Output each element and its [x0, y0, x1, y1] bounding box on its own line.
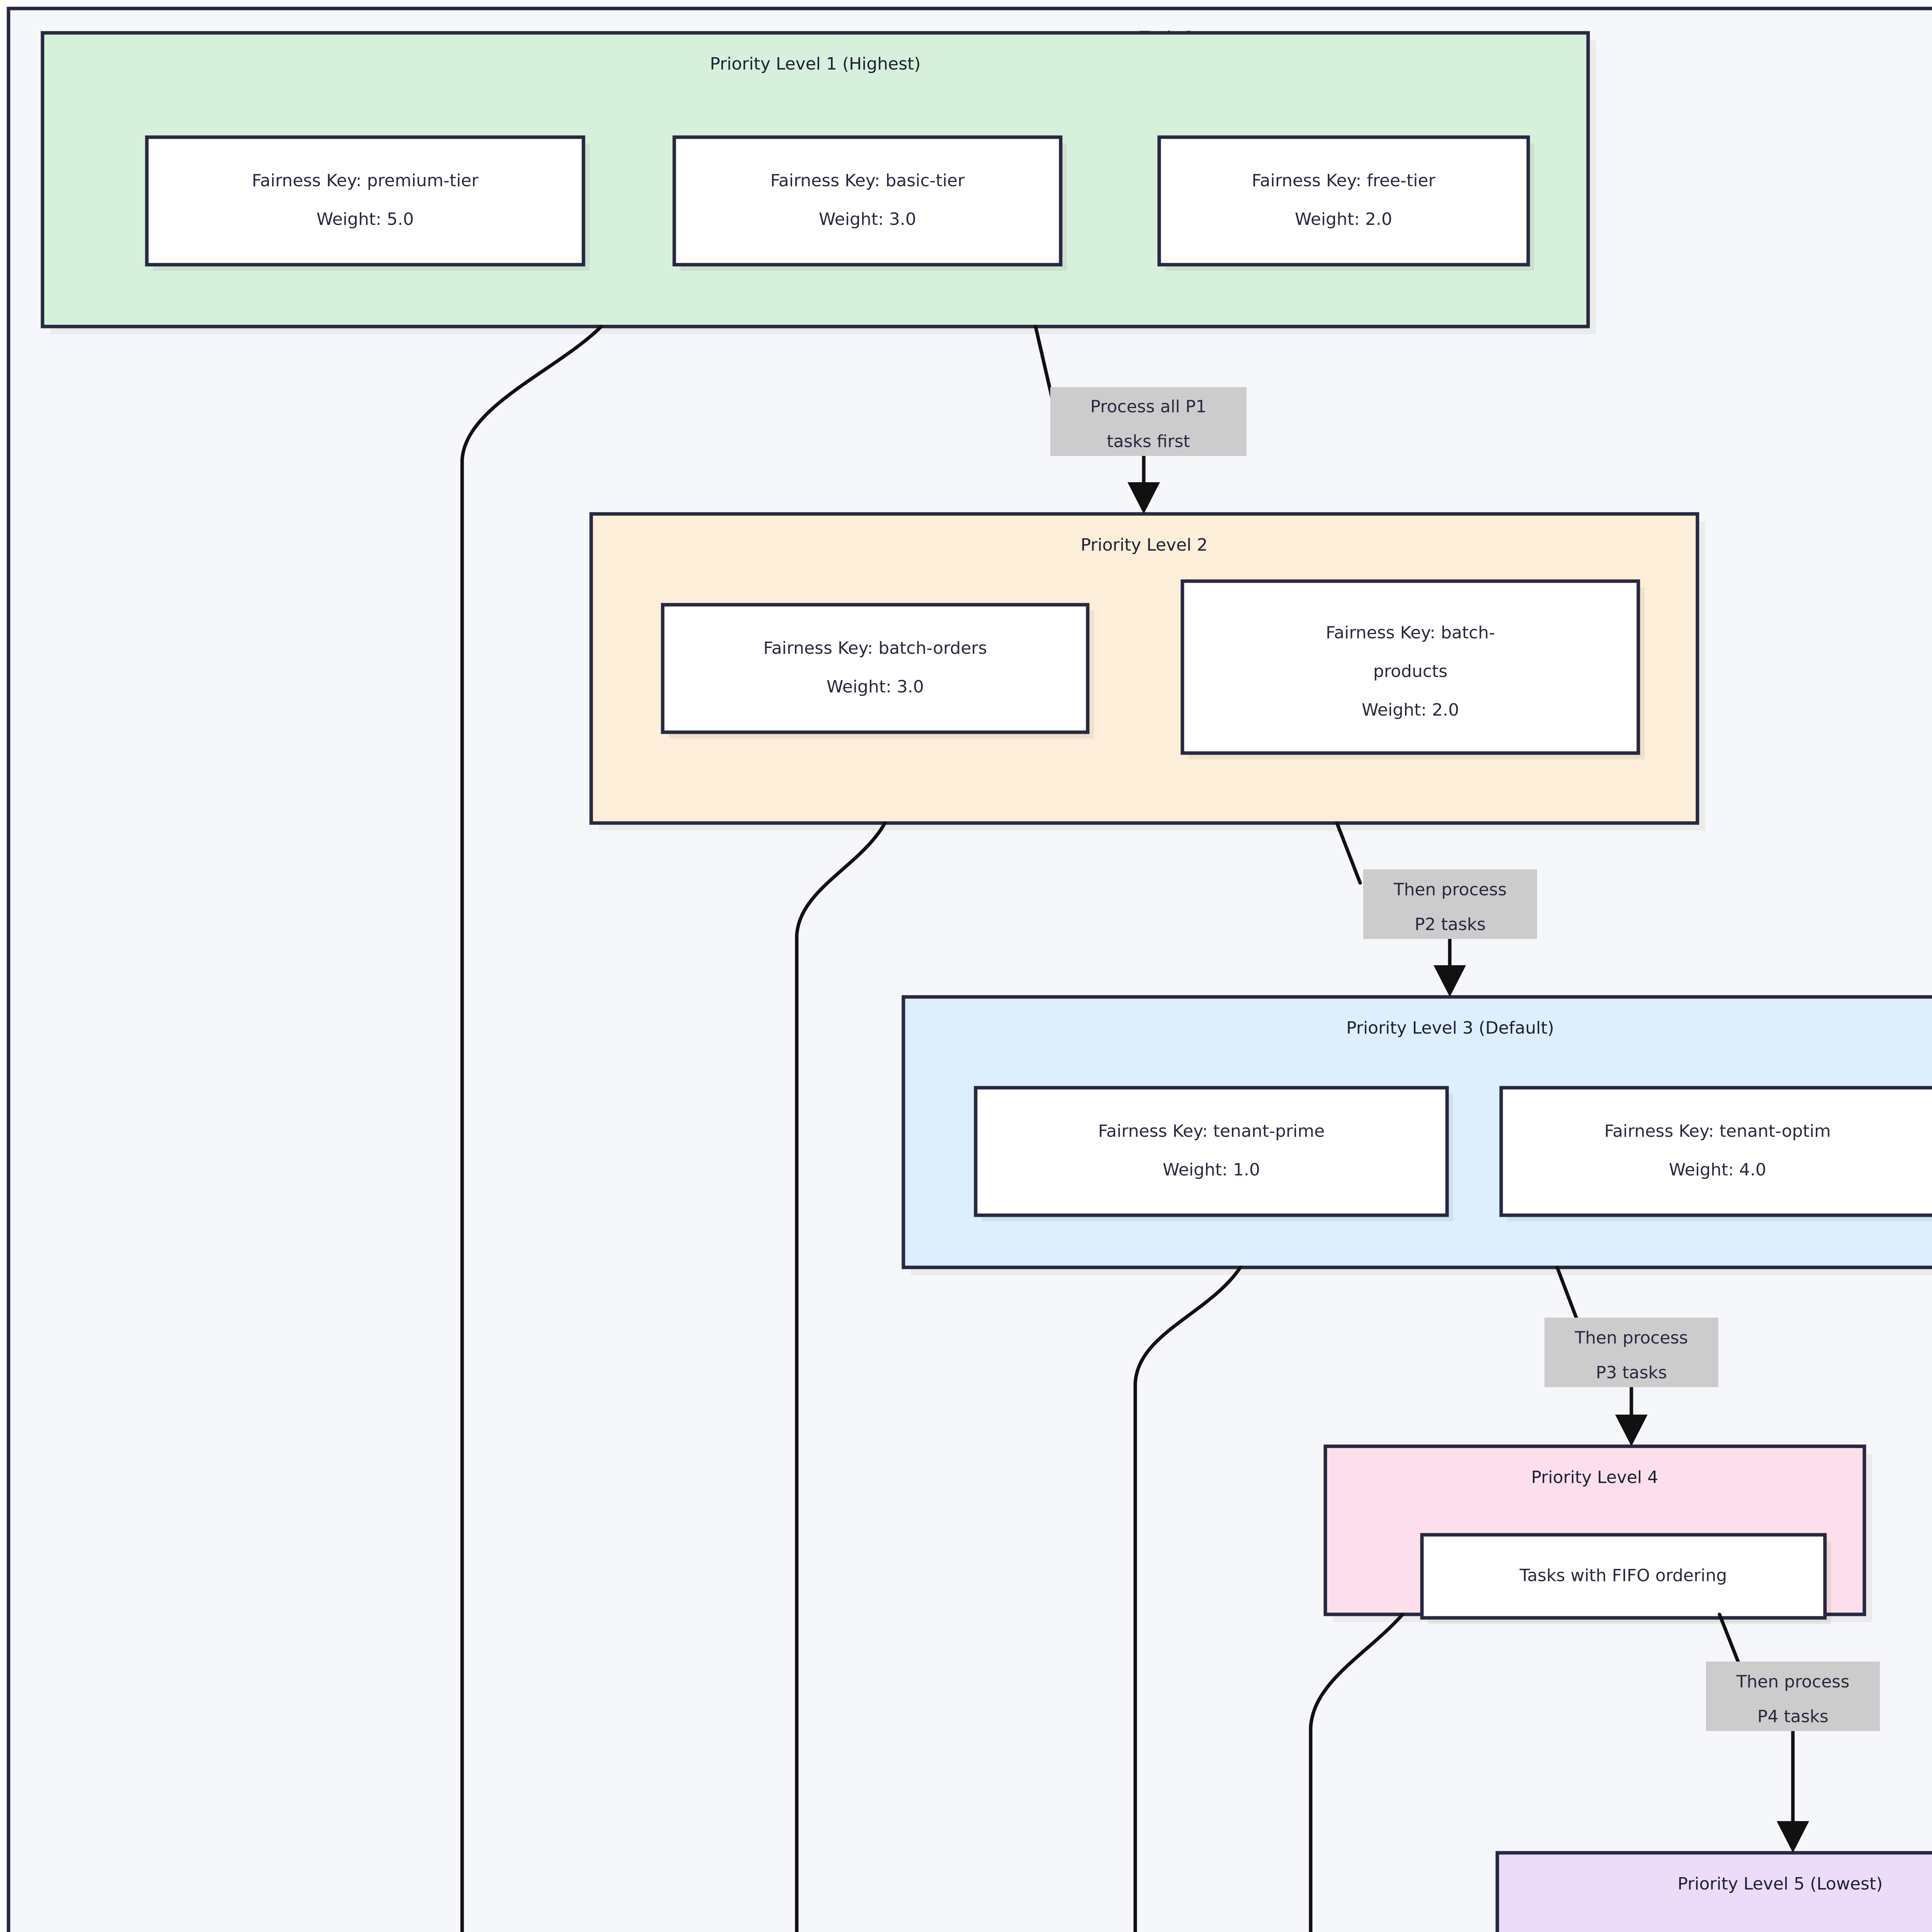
p1n3-line2: Weight: 2.0 [1295, 209, 1392, 229]
p3n2-rect[interactable] [1499, 1086, 1932, 1217]
p2n2-line2: products [1373, 662, 1447, 681]
p3-title: Priority Level 3 (Default) [1346, 1018, 1554, 1038]
edge-label-4-bg [1706, 1662, 1880, 1731]
p2-title: Priority Level 2 [1081, 535, 1208, 555]
arrowhead-p3-to-p4 [1615, 1415, 1648, 1446]
edge-label-then-process-p4: Then process P4 tasks [1706, 1662, 1880, 1731]
edge-label-process-all-p1: Process all P1 tasks first [1050, 387, 1247, 456]
p3n1-rect[interactable] [974, 1086, 1449, 1217]
p1n1-rect[interactable] [145, 135, 585, 267]
cluster-priority-level-4: Priority Level 4 Tasks with FIFO orderin… [1323, 1444, 1872, 1624]
p4n1-line1: Tasks with FIFO ordering [1519, 1566, 1727, 1585]
p1n1-line1: Fairness Key: premium-tier [252, 171, 479, 190]
p1n1-line2: Weight: 5.0 [316, 209, 414, 229]
p1n2-line2: Weight: 3.0 [819, 209, 916, 229]
edge-label-1-line1: Process all P1 [1090, 397, 1207, 417]
cluster-priority-level-2: Priority Level 2 Fairness Key: batch-ord… [589, 512, 1705, 831]
edge-label-2-line2: P2 tasks [1415, 915, 1486, 934]
p2n1-line1: Fairness Key: batch-orders [763, 638, 987, 658]
edge-p3-to-p4-upper [1555, 1265, 1580, 1325]
node-p2-batch-orders[interactable]: Fairness Key: batch-orders Weight: 3.0 [661, 603, 1094, 738]
edge-label-3-bg [1544, 1318, 1718, 1387]
p3n2-line1: Fairness Key: tenant-optim [1604, 1121, 1831, 1141]
edge-label-then-process-p3: Then process P3 tasks [1544, 1318, 1718, 1387]
cluster-priority-level-3: Priority Level 3 (Default) Fairness Key:… [901, 995, 1932, 1275]
edge-p1-to-p2-upper [1034, 325, 1055, 404]
edge-p2-to-p3-upper [1335, 821, 1362, 885]
p3n1-line2: Weight: 1.0 [1163, 1160, 1260, 1180]
cluster-priority-level-1: Priority Level 1 (Highest) Fairness Key:… [41, 31, 1596, 334]
edge-p3-to-workers [1133, 1265, 1242, 1932]
cluster-priority-level-5: Priority Level 5 (Lowest) Tasks with FIF… [1495, 1851, 1932, 1932]
node-p1-basic-tier[interactable]: Fairness Key: basic-tier Weight: 3.0 [672, 135, 1067, 271]
p1n3-rect[interactable] [1157, 135, 1530, 267]
p1n2-rect[interactable] [672, 135, 1063, 267]
edge-label-1-bg [1050, 387, 1247, 456]
arrowhead-p1-to-p2 [1128, 482, 1160, 514]
p4-title: Priority Level 4 [1531, 1468, 1658, 1487]
p2n2-line3: Weight: 2.0 [1362, 700, 1459, 720]
p1n2-line1: Fairness Key: basic-tier [770, 171, 965, 190]
edge-label-then-process-p2: Then process P2 tasks [1363, 869, 1537, 939]
edge-label-2-line1: Then process [1393, 880, 1507, 900]
node-p3-tenant-prime[interactable]: Fairness Key: tenant-prime Weight: 1.0 [974, 1086, 1453, 1221]
arrowhead-p2-to-p3 [1434, 965, 1466, 997]
node-p1-premium-tier[interactable]: Fairness Key: premium-tier Weight: 5.0 [145, 135, 590, 271]
p2n1-rect[interactable] [661, 603, 1090, 734]
node-p1-free-tier[interactable]: Fairness Key: free-tier Weight: 2.0 [1157, 135, 1534, 271]
p3n1-line1: Fairness Key: tenant-prime [1098, 1121, 1325, 1141]
edge-p4-to-workers [1309, 1612, 1405, 1932]
node-p3-tenant-optim[interactable]: Fairness Key: tenant-optim Weight: 4.0 [1499, 1086, 1932, 1221]
edge-label-4-line1: Then process [1736, 1672, 1850, 1692]
node-p4-fifo[interactable]: Tasks with FIFO ordering [1420, 1533, 1831, 1624]
node-p2-batch-products[interactable]: Fairness Key: batch- products Weight: 2.… [1180, 579, 1645, 759]
edge-label-1-line2: tasks first [1107, 432, 1190, 451]
p2n2-rect[interactable] [1180, 579, 1640, 755]
p5-title: Priority Level 5 (Lowest) [1678, 1874, 1883, 1894]
p2n1-line2: Weight: 3.0 [827, 677, 924, 697]
p1-title: Priority Level 1 (Highest) [710, 54, 920, 74]
p5-rect [1495, 1851, 1932, 1932]
edge-p2-to-workers [795, 821, 887, 1932]
arrowhead-p4-to-p5 [1777, 1821, 1809, 1853]
p4n1-rect[interactable] [1420, 1533, 1827, 1620]
p3n2-line2: Weight: 4.0 [1669, 1160, 1766, 1180]
edge-label-3-line2: P3 tasks [1596, 1363, 1667, 1383]
edge-p1-to-workers [460, 325, 603, 1932]
edge-label-3-line1: Then process [1575, 1328, 1688, 1348]
p1n3-line1: Fairness Key: free-tier [1252, 171, 1435, 190]
edge-label-2-bg [1363, 869, 1537, 939]
edge-label-4-line2: P4 tasks [1757, 1707, 1828, 1726]
p2n2-line1: Fairness Key: batch- [1326, 623, 1495, 643]
